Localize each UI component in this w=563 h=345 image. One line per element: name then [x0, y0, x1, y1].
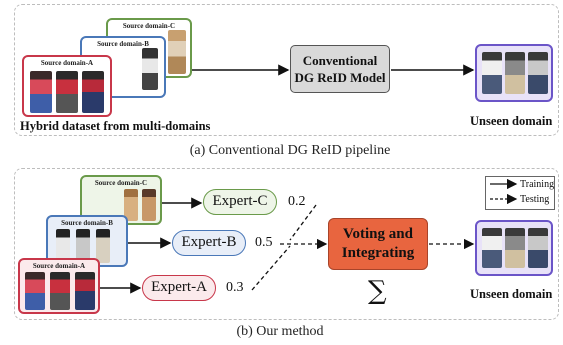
person-image	[30, 71, 52, 113]
legend-box: Training Testing	[485, 176, 555, 210]
domain-card-c-title: Source domain-C	[122, 22, 176, 30]
legend-training-label: Training	[520, 179, 555, 190]
person-image	[96, 229, 110, 263]
unseen-domain-card-b	[475, 220, 553, 276]
unseen-domain-label-b: Unseen domain	[470, 287, 553, 301]
person-image	[482, 52, 502, 94]
voting-title-line1: Voting and	[343, 226, 413, 242]
person-image	[56, 71, 78, 113]
expert-c-box: Expert-C	[203, 189, 277, 215]
domain-card-a-title: Source domain-A	[40, 59, 94, 67]
person-image	[50, 272, 70, 310]
domain-card-a-title: Source domain-A	[32, 262, 86, 270]
person-image	[56, 229, 70, 263]
person-image	[168, 30, 186, 74]
expert-b-box: Expert-B	[172, 230, 246, 256]
caption-b: (b) Our method	[236, 324, 324, 339]
dashed-expert-c	[289, 204, 317, 241]
domain-card-c-title: Source domain-C	[94, 179, 148, 187]
person-image	[505, 52, 525, 94]
domain-card-b-title: Source domain-B	[97, 40, 149, 48]
person-image	[76, 229, 90, 263]
panel-a	[14, 4, 559, 136]
person-image	[528, 228, 548, 268]
hybrid-dataset-label: Hybrid dataset from multi-domains	[20, 119, 211, 133]
person-image	[75, 272, 95, 310]
person-image	[25, 272, 45, 310]
person-image	[482, 228, 502, 268]
conventional-model-box: Conventional DG ReID Model	[290, 45, 390, 93]
expert-a-box: Expert-A	[142, 275, 216, 301]
voting-title-line2: Integrating	[341, 245, 415, 261]
person-image	[505, 228, 525, 268]
panel-b	[14, 168, 559, 320]
unseen-domain-card-a	[475, 44, 553, 102]
domain-card-a: Source domain-A	[22, 55, 112, 117]
person-image	[124, 189, 138, 221]
domain-card-b-title: Source domain-B	[61, 219, 113, 227]
person-image	[142, 48, 158, 90]
person-image	[528, 52, 548, 94]
domain-card-a: Source domain-A	[18, 258, 100, 314]
expert-c-label: Expert-C	[212, 193, 268, 209]
expert-a-weight: 0.3	[226, 280, 244, 295]
expert-b-label: Expert-B	[181, 234, 237, 250]
person-image	[82, 71, 104, 113]
expert-a-label: Expert-A	[151, 279, 207, 295]
expert-c-weight: 0.2	[288, 194, 306, 209]
unseen-domain-label-a: Unseen domain	[470, 114, 553, 128]
model-title-line1: Conventional	[302, 53, 378, 68]
person-image	[142, 189, 156, 221]
model-title-line2: DG ReID Model	[294, 70, 386, 85]
caption-a: (a) Conventional DG ReID pipeline	[189, 143, 391, 158]
expert-b-weight: 0.5	[255, 235, 273, 250]
legend-testing-label: Testing	[520, 194, 550, 205]
dashed-expert-a	[251, 245, 291, 291]
voting-integrating-box: Voting and Integrating	[328, 218, 428, 270]
sum-symbol: ∑	[368, 276, 387, 306]
